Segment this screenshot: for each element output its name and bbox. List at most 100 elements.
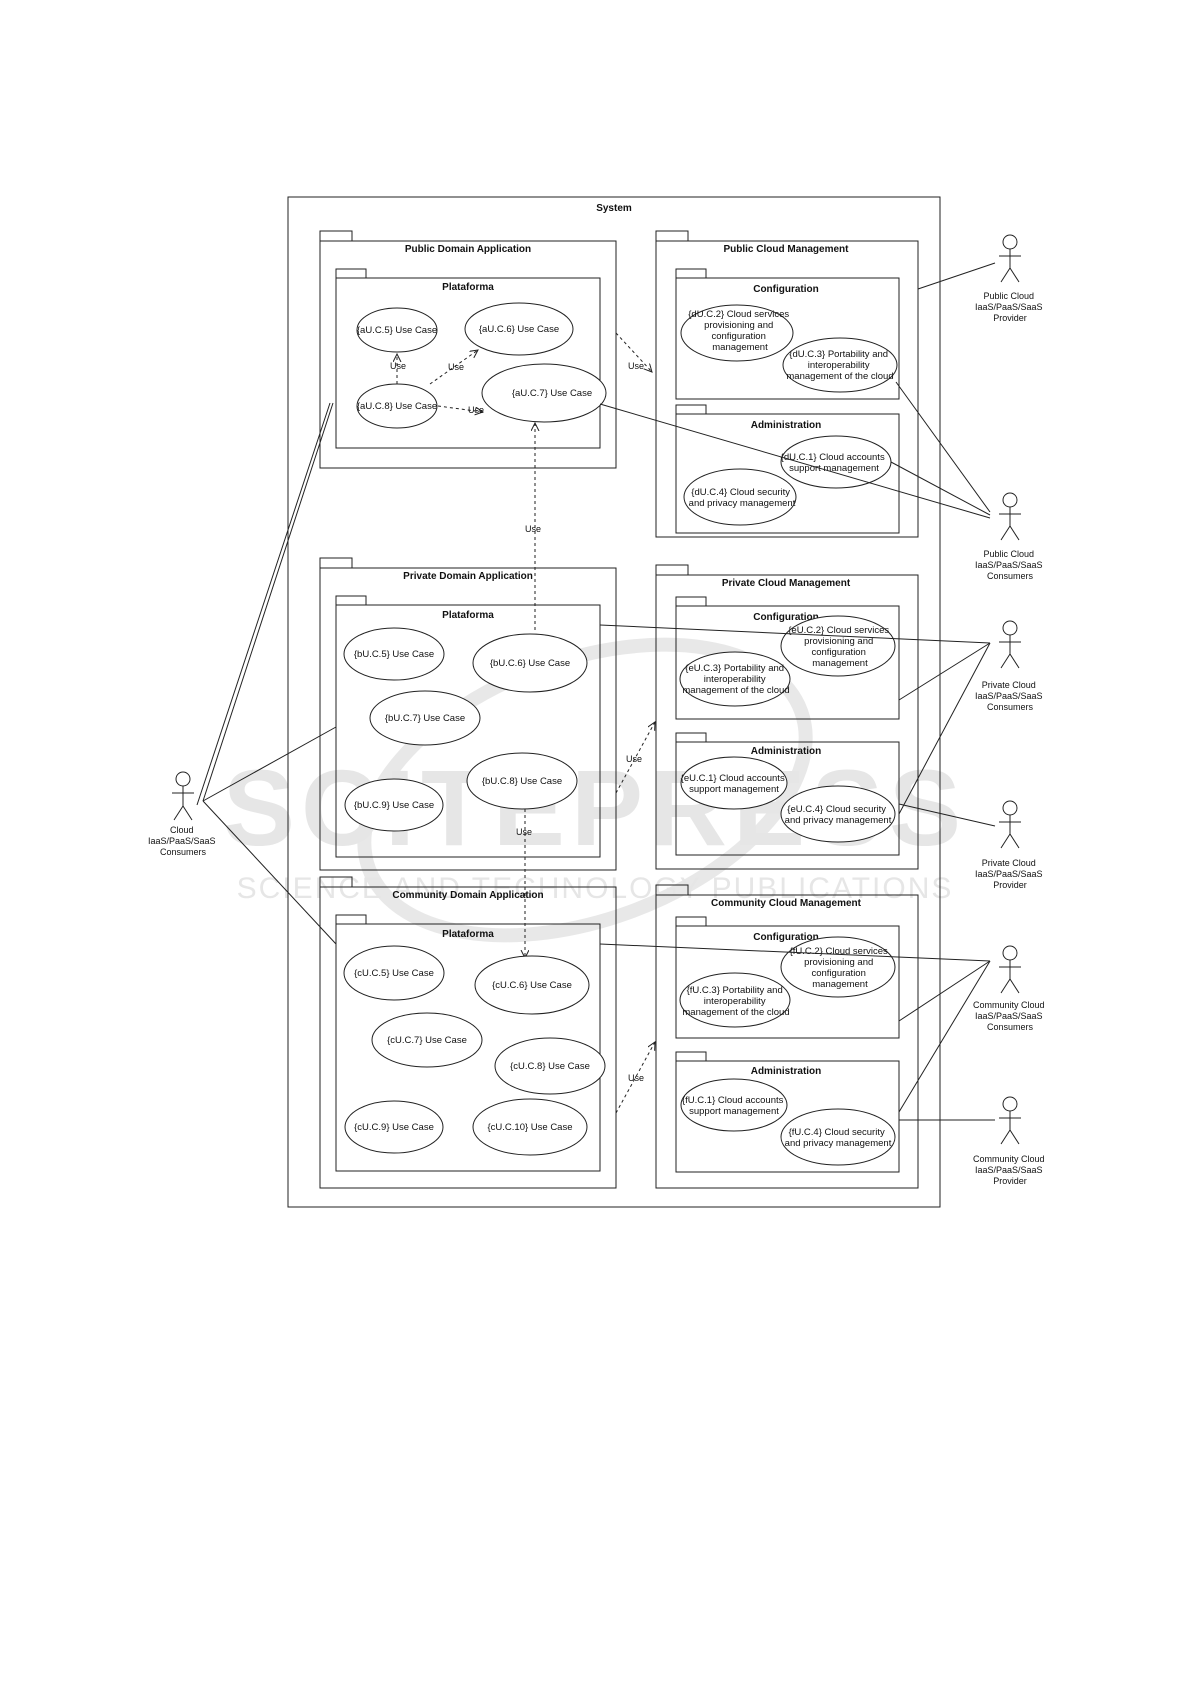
community-domain-dependencies xyxy=(615,1042,655,1114)
private-domain-package xyxy=(319,557,617,871)
actor-private-consumers[interactable] xyxy=(999,620,1021,669)
use-case-cu10[interactable] xyxy=(472,1098,588,1156)
use-case-fu3[interactable] xyxy=(679,972,791,1028)
use-case-au7-label: {aU.C.7} Use Case xyxy=(512,388,592,399)
actor-private-consumers-label: Private Cloud IaaS/PaaS/SaaS Consumers xyxy=(975,680,1045,712)
use-label-public-domain-to-cloud: Use xyxy=(628,361,644,371)
use-label-bu6-au7: Use xyxy=(525,524,541,534)
community-domain-package xyxy=(319,876,617,1189)
use-case-du4[interactable] xyxy=(683,468,797,526)
use-case-fu1-label: {fU.C.1} Cloud accounts support manageme… xyxy=(682,1095,786,1117)
public-cloud-use-cases xyxy=(680,304,898,526)
use-case-fu1[interactable] xyxy=(680,1078,788,1132)
actor-cloud-consumers-left[interactable] xyxy=(172,771,194,821)
system-boundary xyxy=(287,196,941,1208)
actor-community-provider[interactable] xyxy=(999,1096,1021,1145)
community-domain-title: Community Domain Application xyxy=(392,890,543,901)
actor-cloud-consumers-left-label: Cloud IaaS/PaaS/SaaS Consumers xyxy=(148,825,218,857)
use-case-bu9-label: {bU.C.9} Use Case xyxy=(354,800,434,811)
use-case-cu5-label: {cU.C.5} Use Case xyxy=(354,968,434,979)
private-cloud-title: Private Cloud Management xyxy=(722,578,851,589)
use-case-du2-label: {dU.C.2} Cloud services provisioning and… xyxy=(688,309,792,353)
watermark-tagline: SCIENCE AND TECHNOLOGY PUBLICATIONS xyxy=(237,872,954,905)
use-case-du2[interactable] xyxy=(680,304,794,362)
use-case-cu9-label: {cU.C.9} Use Case xyxy=(354,1122,434,1133)
actor-public-provider-label: Public Cloud IaaS/PaaS/SaaS Provider xyxy=(975,291,1045,323)
use-label-au8-au5: Use xyxy=(390,361,406,371)
use-case-fu4[interactable] xyxy=(780,1108,896,1166)
use-case-du1-label: {dU.C.1} Cloud accounts support manageme… xyxy=(781,452,888,474)
system-label: System xyxy=(596,203,632,214)
use-case-cu9[interactable] xyxy=(344,1100,444,1154)
use-case-au8-label: {aU.C.8} Use Case xyxy=(357,401,437,412)
use-label-community-domain-to-cloud: Use xyxy=(628,1073,644,1083)
use-case-cu8-label: {cU.C.8} Use Case xyxy=(510,1061,590,1072)
use-case-bu6[interactable] xyxy=(472,633,588,693)
use-case-fu3-label: {fU.C.3} Portability and interoperabilit… xyxy=(682,985,789,1018)
use-case-eu3[interactable] xyxy=(679,651,791,707)
use-case-cu7-label: {cU.C.7} Use Case xyxy=(387,1035,467,1046)
use-case-bu6-label: {bU.C.6} Use Case xyxy=(490,658,570,669)
community-cloud-package xyxy=(655,884,919,1189)
actor-private-provider-label: Private Cloud IaaS/PaaS/SaaS Provider xyxy=(975,858,1045,890)
private-domain-title: Private Domain Application xyxy=(403,571,533,582)
public-domain-dependencies xyxy=(397,332,652,630)
use-case-fu2-label: {fU.C.2} Cloud services provisioning and… xyxy=(790,946,891,990)
use-case-bu9[interactable] xyxy=(344,778,444,832)
use-label-bu8-cu6: Use xyxy=(516,827,532,837)
actor-private-provider[interactable] xyxy=(999,800,1021,849)
use-case-eu1[interactable] xyxy=(680,756,788,810)
use-case-eu4-label: {eU.C.4} Cloud security and privacy mana… xyxy=(785,804,892,826)
private-cloud-configuration-title: Configuration xyxy=(753,612,819,623)
use-case-bu8-label: {bU.C.8} Use Case xyxy=(482,776,562,787)
private-domain-platform-title: Plataforma xyxy=(442,610,494,621)
community-cloud-administration-title: Administration xyxy=(751,1066,822,1077)
use-label-au8-au6: Use xyxy=(448,362,464,372)
use-case-eu4[interactable] xyxy=(780,785,896,843)
use-case-bu7[interactable] xyxy=(369,690,481,746)
public-cloud-package xyxy=(655,230,919,538)
private-cloud-administration-title: Administration xyxy=(751,746,822,757)
use-case-eu2-label: {eU.C.2} Cloud services provisioning and… xyxy=(788,625,892,669)
use-case-du4-label: {dU.C.4} Cloud security and privacy mana… xyxy=(689,487,796,509)
use-case-bu5[interactable] xyxy=(343,627,445,681)
use-case-cu7[interactable] xyxy=(371,1012,483,1068)
private-domain-dependencies xyxy=(525,722,655,958)
private-domain-use-cases xyxy=(343,627,588,832)
use-case-du3-label: {dU.C.3} Portability and interoperabilit… xyxy=(786,349,893,382)
use-case-du3[interactable] xyxy=(782,337,898,393)
use-case-cu6[interactable] xyxy=(474,955,590,1015)
actor-community-consumers-label: Community Cloud IaaS/PaaS/SaaS Consumers xyxy=(973,1000,1047,1032)
use-case-cu10-label: {cU.C.10} Use Case xyxy=(487,1122,572,1133)
use-case-au7[interactable] xyxy=(481,363,607,423)
community-domain-use-cases xyxy=(343,945,606,1156)
use-case-fu2[interactable] xyxy=(780,936,896,998)
public-cloud-title: Public Cloud Management xyxy=(723,244,849,255)
use-case-eu3-label: {eU.C.3} Portability and interoperabilit… xyxy=(682,663,789,696)
private-cloud-use-cases xyxy=(679,615,896,843)
private-cloud-package xyxy=(655,564,919,870)
community-cloud-use-cases xyxy=(679,936,896,1166)
use-case-au6-label: {aU.C.6} Use Case xyxy=(479,324,559,335)
public-domain-package xyxy=(319,230,617,469)
associations xyxy=(196,262,996,1121)
actor-public-consumers[interactable] xyxy=(999,492,1021,541)
public-cloud-configuration-title: Configuration xyxy=(753,284,819,295)
use-case-fu4-label: {fU.C.4} Cloud security and privacy mana… xyxy=(785,1127,892,1149)
community-domain-platform-title: Plataforma xyxy=(442,929,494,940)
actor-public-provider[interactable] xyxy=(999,234,1021,283)
use-case-cu8[interactable] xyxy=(494,1037,606,1095)
actor-community-consumers[interactable] xyxy=(999,945,1021,994)
use-case-bu5-label: {bU.C.5} Use Case xyxy=(354,649,434,660)
actor-community-provider-label: Community Cloud IaaS/PaaS/SaaS Provider xyxy=(973,1154,1047,1186)
use-case-au6[interactable] xyxy=(464,302,574,356)
public-cloud-administration-title: Administration xyxy=(751,420,822,431)
use-case-cu5[interactable] xyxy=(343,945,445,1001)
use-label-private-domain-to-cloud: Use xyxy=(626,754,642,764)
use-case-eu2[interactable] xyxy=(780,615,896,677)
use-case-au5[interactable] xyxy=(356,307,438,353)
community-cloud-title: Community Cloud Management xyxy=(711,898,862,909)
actor-public-consumers-label: Public Cloud IaaS/PaaS/SaaS Consumers xyxy=(975,549,1045,581)
use-case-bu8[interactable] xyxy=(466,752,578,810)
